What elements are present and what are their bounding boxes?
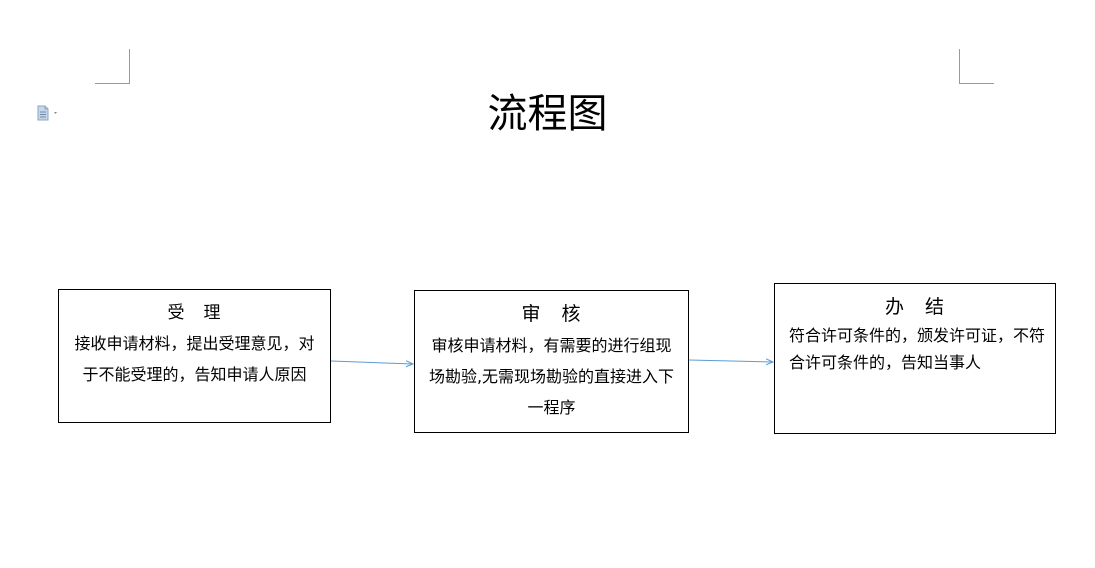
page-corner-mark-top-left (95, 49, 130, 84)
document-icon[interactable] (36, 105, 62, 121)
page-title: 流程图 (487, 91, 608, 137)
step-description: 符合许可条件的，颁发许可证，不符合许可条件的，告知当事人 (789, 326, 1046, 372)
step-description: 审核申请材料，有需要的进行组现场勘验,无需现场勘验的直接进入下一程序 (428, 336, 675, 417)
step-description: 接收申请材料，提出受理意见，对于不能受理的，告知申请人原因 (74, 334, 315, 384)
step-heading: 审 核 (521, 303, 582, 325)
step-box-review: 审 核 审核申请材料，有需要的进行组现场勘验,无需现场勘验的直接进入下一程序 (414, 290, 689, 433)
step-heading: 受 理 (167, 303, 222, 323)
arrow-accept-to-review (330, 361, 413, 364)
step-box-complete: 办 结 符合许可条件的，颁发许可证，不符合许可条件的，告知当事人 (774, 283, 1056, 434)
step-heading: 办 结 (884, 296, 945, 318)
page-corner-mark-top-right (959, 49, 994, 84)
arrow-review-to-complete (688, 360, 773, 362)
step-box-accept: 受 理 接收申请材料，提出受理意见，对于不能受理的，告知申请人原因 (58, 289, 331, 423)
document-icon-graphic (37, 105, 57, 121)
